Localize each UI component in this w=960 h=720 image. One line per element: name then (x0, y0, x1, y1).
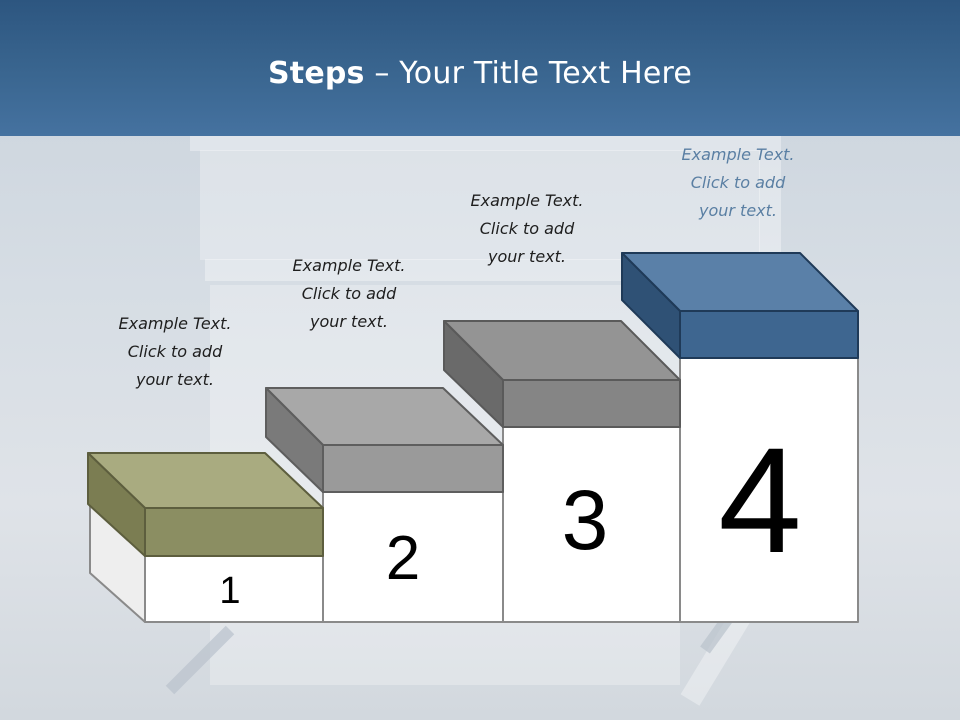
step-1-block (87, 452, 324, 557)
step-4-caption-line-3: your text. (698, 201, 777, 220)
title-bold: Steps (267, 56, 365, 91)
title-banner (0, 0, 960, 136)
step-4-caption[interactable]: Example Text. Click to add your text. (648, 141, 828, 225)
step-4-caption-line-2: Click to add (690, 173, 786, 192)
step-3-caption-line-1: Example Text. (470, 191, 584, 210)
slide-title: Steps – Your Title Text Here (0, 56, 960, 91)
step-2-caption-line-3: your text. (309, 312, 388, 331)
step-2-block (265, 387, 504, 493)
step-3-caption-line-3: your text. (487, 247, 566, 266)
step-4-caption-line-1: Example Text. (681, 145, 795, 164)
step-1-caption-line-2: Click to add (127, 342, 223, 361)
step-1-caption[interactable]: Example Text. Click to add your text. (85, 310, 265, 394)
step-2-caption-line-2: Click to add (301, 284, 397, 303)
step-4-block (621, 252, 859, 359)
title-text: – Your Title Text Here (364, 56, 693, 91)
step-2-caption-line-1: Example Text. (292, 256, 406, 275)
step-2-caption[interactable]: Example Text. Click to add your text. (259, 252, 439, 336)
step-1-caption-line-3: your text. (135, 370, 214, 389)
step-3-number: 3 (561, 473, 609, 567)
step-4-number: 4 (718, 416, 802, 584)
step-1-number: 1 (219, 570, 241, 612)
step-1-caption-line-1: Example Text. (118, 314, 232, 333)
step-3-caption[interactable]: Example Text. Click to add your text. (437, 187, 617, 271)
step-3-block (443, 320, 681, 428)
step-2-number: 2 (385, 524, 421, 593)
step-3-caption-line-2: Click to add (479, 219, 575, 238)
